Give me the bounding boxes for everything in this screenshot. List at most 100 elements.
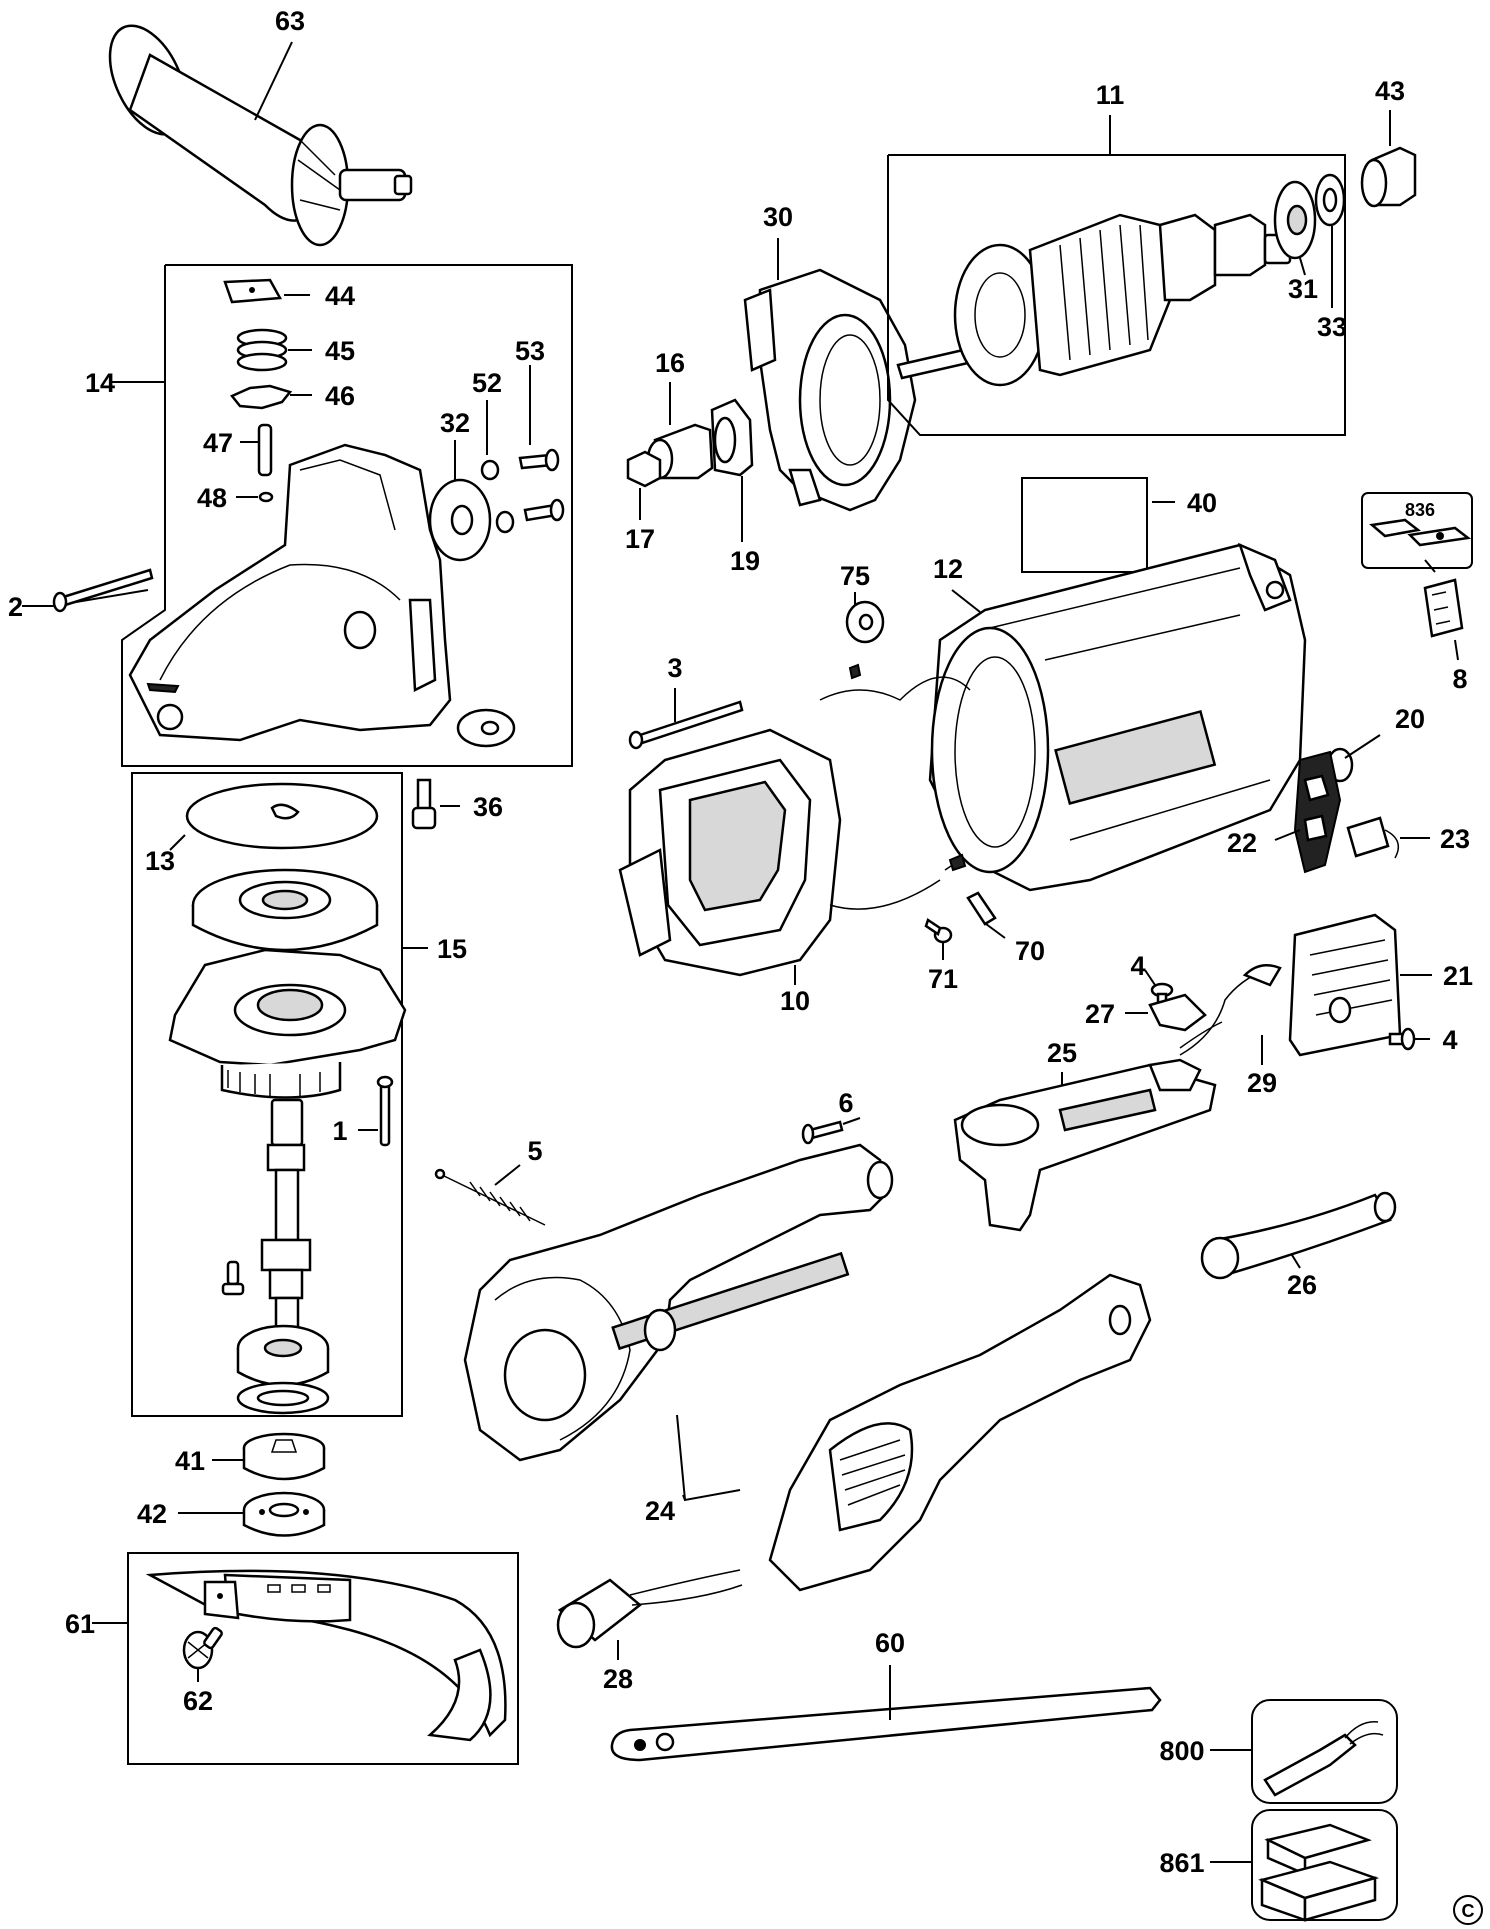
callout-32: 32: [440, 408, 470, 438]
callout-4a: 4: [1130, 951, 1145, 981]
callout-6: 6: [838, 1088, 853, 1118]
spanner-part-60: [610, 1686, 1162, 1762]
star-washer-part-46: [230, 384, 293, 410]
washer-part-52: [480, 459, 500, 481]
group-box-14: [121, 264, 573, 767]
baffle-part-30: [743, 268, 917, 512]
spindle-part: [260, 1098, 312, 1330]
callout-52: 52: [472, 368, 502, 398]
callout-46: 46: [325, 381, 355, 411]
field-part-10: [618, 663, 971, 977]
callout-11: 11: [1096, 80, 1125, 110]
callout-8: 8: [1452, 664, 1467, 694]
callout-44: 44: [325, 281, 355, 311]
callout-75: 75: [840, 561, 870, 591]
ring-part-48: [258, 491, 274, 503]
end-cap-part-21: [1288, 913, 1402, 1057]
motor-housing-part-12: [928, 542, 1307, 892]
callout-836: 836: [1405, 500, 1435, 520]
callout-4b: 4: [1442, 1025, 1457, 1055]
callout-45: 45: [325, 336, 355, 366]
brush-part-8: [1423, 578, 1464, 638]
callout-48: 48: [197, 483, 227, 513]
callout-53: 53: [515, 336, 545, 366]
accessory-part-800: [1263, 1721, 1384, 1797]
terminal-part-71: [924, 918, 953, 944]
callout-16: 16: [655, 348, 685, 378]
callout-47: 47: [203, 428, 233, 458]
clamp-part-27: [1148, 993, 1207, 1032]
hex-nut-part-17: [626, 450, 662, 488]
brush-holder-part-22: [1293, 750, 1342, 874]
callout-30: 30: [763, 202, 793, 232]
gear-housing-part: [128, 443, 452, 742]
callout-2: 2: [8, 592, 23, 622]
callout-15: 15: [437, 934, 467, 964]
callout-26: 26: [1287, 1270, 1317, 1300]
callout-27: 27: [1085, 999, 1115, 1029]
callout-17: 17: [625, 524, 655, 554]
group-box-861: [1251, 1809, 1398, 1921]
callout-31: 31: [1288, 274, 1318, 304]
callout-40: 40: [1187, 488, 1217, 518]
screw-part-4b: [1388, 1027, 1416, 1051]
copyright-letter: C: [1462, 1901, 1475, 1921]
callout-10: 10: [780, 986, 810, 1016]
spring-part-45: [236, 328, 288, 372]
callout-71: 71: [928, 964, 958, 994]
group-box-11: [887, 154, 1346, 436]
group-box-836: [1361, 492, 1473, 569]
callout-861: 861: [1159, 1848, 1204, 1878]
cord-protector-part-26: [1200, 1191, 1397, 1280]
callout-62: 62: [183, 1686, 213, 1716]
callout-5: 5: [527, 1136, 542, 1166]
flange-part-41: [242, 1432, 326, 1481]
washer-part-75: [845, 600, 885, 644]
bearing-part: [236, 1324, 330, 1387]
gear-case-part: [168, 948, 407, 1099]
side-handle-part-63: [108, 24, 413, 247]
group-box-800: [1251, 1699, 1398, 1804]
gear-part: [191, 868, 379, 952]
callout-24: 24: [645, 1496, 675, 1526]
wheel-guard-part-61: [145, 1569, 507, 1742]
cap-part-43: [1360, 146, 1417, 208]
clip-part-19: [710, 398, 754, 477]
callout-70: 70: [1015, 936, 1045, 966]
callout-25: 25: [1047, 1038, 1077, 1068]
screw-part-3: [628, 700, 744, 750]
bearing-part-31: [1273, 180, 1317, 260]
brush-holder-kit-part-836: [1369, 518, 1472, 547]
callout-60: 60: [875, 1628, 905, 1658]
callout-12: 12: [933, 554, 963, 584]
callout-36: 36: [473, 792, 503, 822]
screw-part-62: [182, 1626, 223, 1670]
callout-22: 22: [1227, 828, 1257, 858]
switch-assembly-part-25: [953, 1058, 1217, 1232]
callout-21: 21: [1443, 961, 1473, 991]
capacitor-part-28: [556, 1569, 743, 1649]
callout-3: 3: [667, 653, 682, 683]
group-box-61: [127, 1552, 519, 1765]
label-part-40: [1021, 477, 1148, 573]
callout-14: 14: [85, 368, 115, 398]
callout-33: 33: [1317, 312, 1347, 342]
kit-box-part-861: [1258, 1823, 1380, 1922]
callout-23: 23: [1440, 824, 1470, 854]
handle-half-left-part-24: [463, 1143, 894, 1462]
ring-part-33: [1314, 173, 1346, 227]
callout-28: 28: [603, 1664, 633, 1694]
callout-13: 13: [145, 846, 175, 876]
carbon-brush-part-23: [1346, 816, 1400, 859]
callout-61: 61: [65, 1609, 95, 1639]
washer-part: [236, 1381, 330, 1415]
callout-20: 20: [1395, 704, 1425, 734]
callout-800: 800: [1159, 1736, 1204, 1766]
copyright-mark: [1453, 1895, 1483, 1925]
armature-part-11: [896, 213, 1292, 387]
callout-29: 29: [1247, 1068, 1277, 1098]
handle-half-right-part-24: [768, 1273, 1152, 1592]
screw-part-1: [379, 1083, 391, 1147]
connector-part-70: [966, 891, 997, 926]
